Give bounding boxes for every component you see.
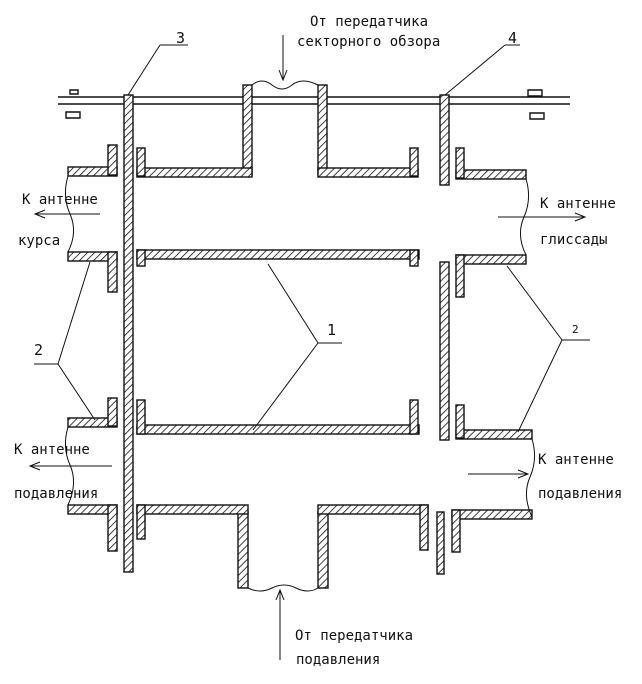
left-plunger-3 (123, 94, 134, 573)
upper-guide-top-right (317, 167, 419, 178)
right-plunger-4-mid (439, 261, 450, 441)
upper-guide-bottom-wall-1 (136, 249, 420, 260)
bottom-source-label-1: От передатчика (295, 628, 414, 644)
upper-guide-top-left (136, 167, 253, 178)
left-upper-arm (64, 144, 118, 293)
top-source-label-2: секторного обзора (297, 34, 441, 50)
right-plunger-4-low (436, 511, 445, 575)
right-plunger-4-upper (439, 94, 450, 186)
top-source-label-1: От передатчика (310, 14, 429, 30)
callout-3: 3 (176, 29, 186, 47)
left-top-label-1: К антенне (22, 192, 98, 208)
callout-2-right: 2 (572, 323, 579, 336)
callout-4: 4 (508, 29, 518, 47)
top-input-arm (242, 80, 328, 176)
left-lower-arm (64, 397, 118, 552)
lower-guide-bottom-right (317, 504, 429, 515)
callout-2-left: 2 (34, 341, 44, 359)
bottom-input-arm (237, 511, 329, 592)
right-upper-arm (455, 147, 530, 298)
right-top-label-2: глиссады (540, 232, 608, 248)
right-bottom-label-2: подавления (538, 486, 623, 502)
right-lower-arm (451, 404, 536, 553)
left-bottom-label-2: подавления (14, 486, 99, 502)
left-top-label-2: курса (18, 233, 61, 249)
top-rod (58, 89, 570, 120)
flow-arrows (28, 35, 587, 660)
right-top-label-1: К антенне (540, 196, 616, 212)
callout-1: 1 (327, 321, 337, 339)
right-bottom-label-1: К антенне (538, 452, 614, 468)
lower-guide-top-wall-1 (136, 424, 420, 435)
bottom-source-label-2: подавления (296, 652, 381, 668)
left-bottom-label-1: К антенне (14, 442, 90, 458)
lower-guide-bottom-left (136, 504, 249, 515)
leader-lines (34, 44, 590, 433)
